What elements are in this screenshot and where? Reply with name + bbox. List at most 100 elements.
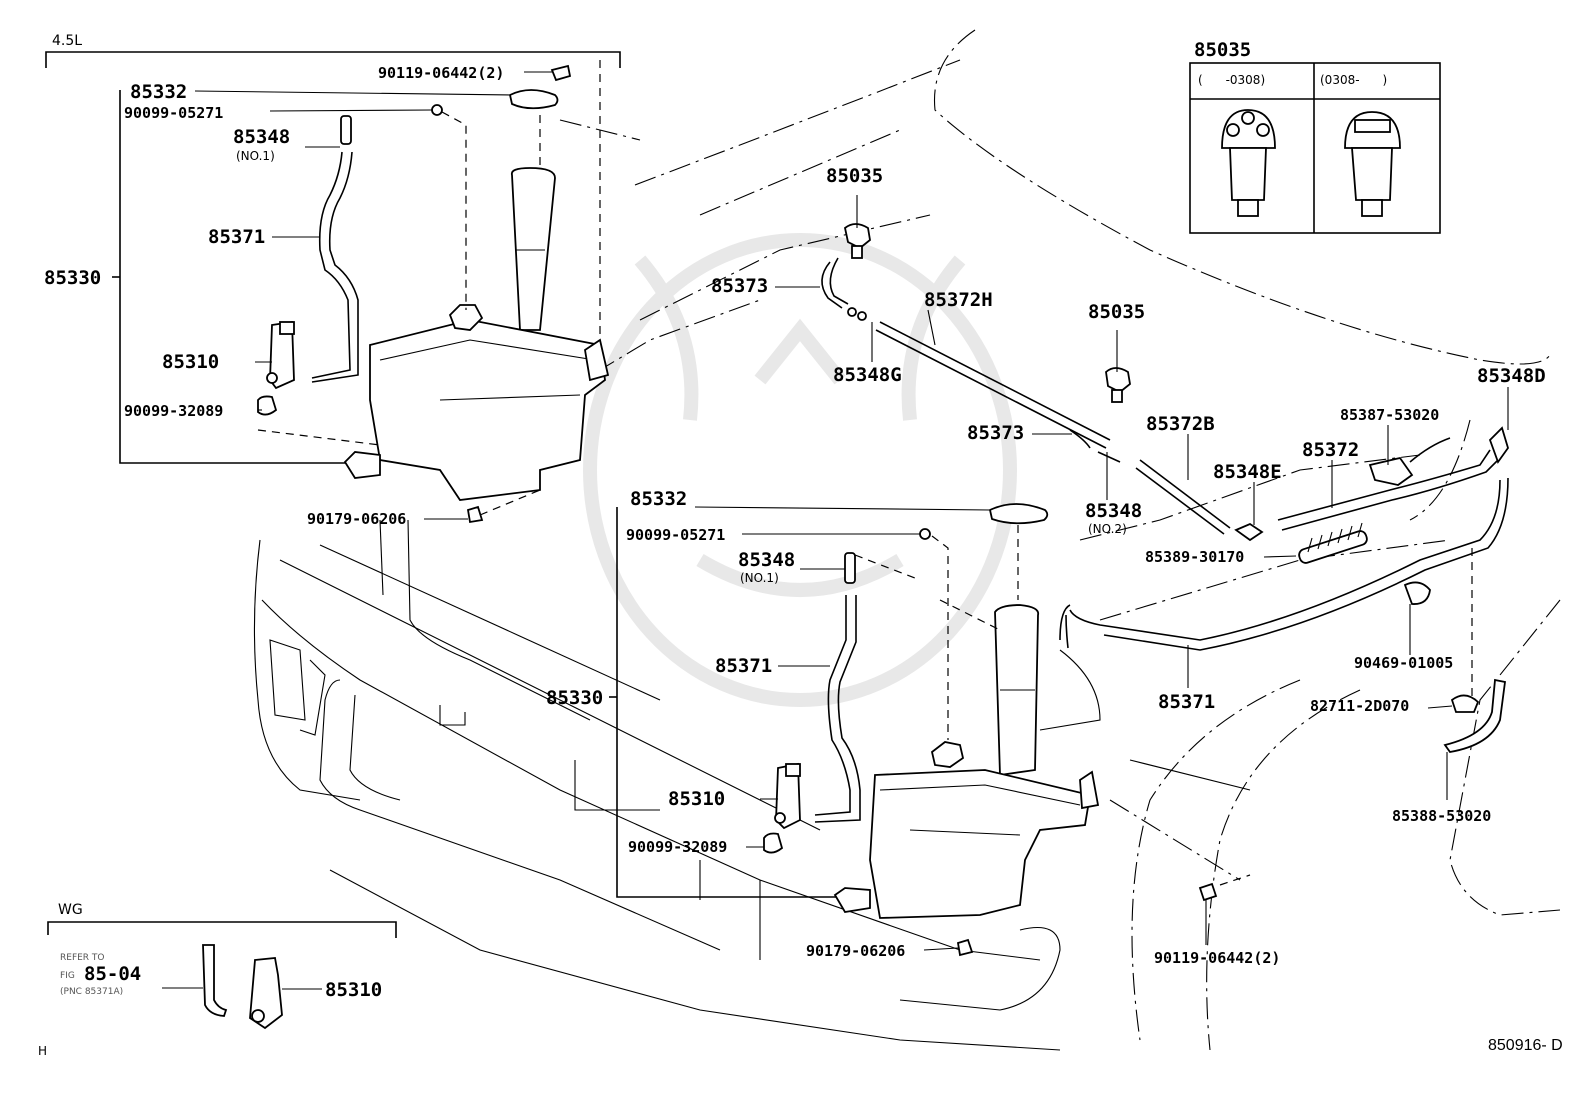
label-85348-b: 85348: [1085, 500, 1142, 522]
label-85332-center: 85332: [630, 488, 687, 510]
label-85372b: 85372B: [1146, 413, 1215, 435]
label-90119-06442-left: 90119-06442(2): [378, 64, 504, 82]
hose-85372: [1277, 449, 1491, 521]
label-85373-b: 85373: [967, 422, 1024, 444]
grommet-90099-32089-left: [257, 395, 278, 416]
protector-85388-53020: [1443, 678, 1507, 753]
label-85330-center: 85330: [546, 687, 603, 709]
left-tank-parts: [257, 64, 572, 524]
label-85388-53020: 85388-53020: [1392, 807, 1491, 825]
left-leader-lines: [194, 60, 601, 520]
label-85348-left: 85348: [233, 126, 290, 148]
gasket-85332-left: [508, 89, 559, 110]
label-85348d: 85348D: [1477, 365, 1546, 387]
hose-protector-85389-30170: [1298, 522, 1368, 564]
bolt-90119-06442-center: [1198, 882, 1218, 902]
label-85372: 85372: [1302, 439, 1359, 461]
group-4-5l: 4.5L: [45, 33, 621, 464]
label-85372h: 85372H: [924, 289, 993, 311]
hose-85371-center: [814, 595, 851, 816]
label-85348-center: 85348: [738, 549, 795, 571]
figure-code: 850916- D: [1488, 1037, 1563, 1054]
bolt-90179-06206-left: [466, 505, 484, 524]
label-90099-05271-center: 90099-05271: [626, 526, 725, 544]
corner-mark: H: [38, 1044, 47, 1058]
label-90179-06206-left: 90179-06206: [307, 510, 406, 528]
watermark: [583, 233, 1017, 707]
inset-range-late: (0308- ): [1320, 73, 1387, 87]
nozzle-three-hole-icon: [1221, 109, 1276, 217]
label-85348e: 85348E: [1213, 461, 1282, 483]
grommet-90099-05271-left: [431, 104, 443, 116]
wg-refer-line1: REFER TO: [60, 953, 105, 963]
label-85310-center: 85310: [668, 788, 725, 810]
hose-85372b: [1139, 459, 1231, 529]
label-85310-wg: 85310: [325, 979, 382, 1001]
part-labels: 90119-06442(2) 85332 90099-05271 85348 (…: [38, 39, 1563, 1058]
bolt-90179-06206-center: [956, 938, 974, 957]
label-85389-30170: 85389-30170: [1145, 548, 1244, 566]
label-90179-06206-center: 90179-06206: [806, 942, 905, 960]
clip-82711-2d070: [1450, 694, 1480, 713]
clamp-85387-53020: [1368, 456, 1414, 486]
hose-routing: [821, 223, 1509, 753]
group-wg: [47, 921, 397, 1030]
label-90099-05271-left: 90099-05271: [124, 104, 223, 122]
joint-85348-no1-left: [340, 115, 352, 145]
label-85371-center: 85371: [715, 655, 772, 677]
center-tank-parts: [763, 503, 1218, 957]
vehicle-body-outline: [253, 29, 1561, 1051]
hose-leader-lines: [775, 195, 1509, 800]
label-85373-a: 85373: [711, 275, 768, 297]
label-85035-b: 85035: [1088, 301, 1145, 323]
inset-85035: [1189, 62, 1441, 234]
bolt-90119-06442-left: [550, 64, 572, 82]
nozzle-85035-right: [1105, 367, 1131, 394]
label-85348-no1-center: (NO.1): [740, 571, 779, 585]
joint-85348e: [1234, 522, 1264, 542]
grommet-90099-32089-center: [763, 832, 784, 854]
group-header-4-5l: 4.5L: [52, 33, 82, 49]
nozzle-85035-left: [844, 223, 871, 250]
inset-range-early: ( -0308): [1198, 73, 1265, 87]
washer-jar-4-5l: [343, 167, 610, 501]
hose-85371-long: [1059, 479, 1501, 641]
wg-refer-fig: 85-04: [84, 963, 141, 985]
center-leader-lines: [694, 506, 1251, 951]
gasket-85332-center: [988, 503, 1049, 525]
inset-85035-title: 85035: [1194, 39, 1251, 61]
label-90099-32089-left: 90099-32089: [124, 402, 223, 420]
wg-refer-fig-prefix: FIG: [60, 971, 75, 981]
label-85348-no1-left: (NO.1): [236, 149, 275, 163]
label-90099-32089-center: 90099-32089: [628, 838, 727, 856]
joint-85348-no2: [1097, 451, 1121, 463]
label-85348-no2: (NO.2): [1088, 522, 1127, 536]
hose-reference-wg: [202, 944, 228, 1017]
nozzle-slot-icon: [1344, 111, 1401, 217]
grommet-90099-05271-center: [919, 528, 931, 540]
hose-85371-left: [311, 151, 351, 379]
label-85330-left: 85330: [44, 267, 101, 289]
group-header-wg: WG: [58, 902, 83, 918]
label-90119-06442-center: 90119-06442(2): [1154, 949, 1280, 967]
hose-85373-right: [1069, 429, 1091, 449]
label-85371-long: 85371: [1158, 691, 1215, 713]
hose-85373-left: [821, 261, 843, 309]
label-85332-left: 85332: [130, 81, 187, 103]
clip-90469-01005: [1403, 581, 1431, 605]
label-85348g: 85348G: [833, 364, 902, 386]
hose-85372h: [879, 321, 1111, 441]
label-85035-a: 85035: [826, 165, 883, 187]
center-bracket: [609, 507, 840, 898]
joint-85348-no1-center: [844, 552, 856, 584]
label-90469-01005: 90469-01005: [1354, 654, 1453, 672]
joint-85348d: [1488, 426, 1509, 464]
wg-refer-line3: (PNC 85371A): [60, 987, 123, 997]
joint-85348g: [857, 311, 867, 321]
label-85310-left: 85310: [162, 351, 219, 373]
label-85387-53020: 85387-53020: [1340, 406, 1439, 424]
washer-jar-center: [833, 604, 1100, 919]
label-82711-2d070: 82711-2D070: [1310, 697, 1409, 715]
label-85371-left: 85371: [208, 226, 265, 248]
